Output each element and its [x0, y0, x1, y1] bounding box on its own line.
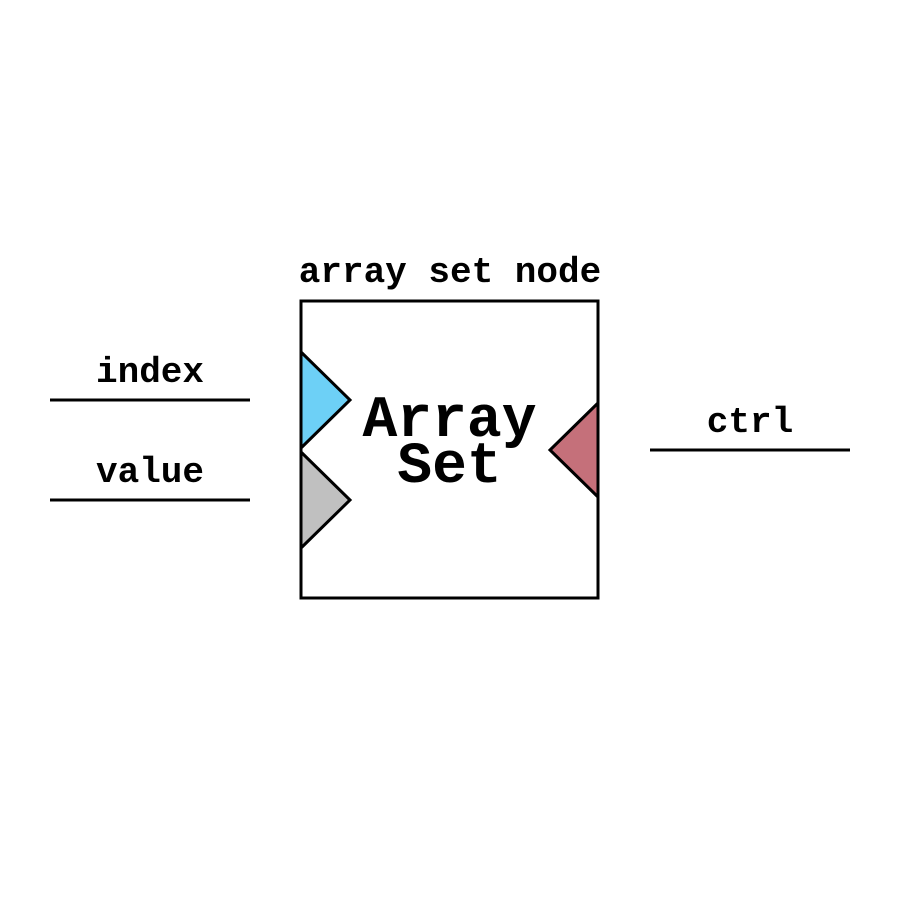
node-title: array set node — [299, 252, 601, 293]
value-input-label: value — [96, 452, 204, 493]
node-label-line2: Set — [397, 435, 502, 500]
node-label-line1: Array — [362, 389, 537, 454]
ctrl-output-label: ctrl — [707, 402, 793, 443]
index-input-label: index — [96, 352, 204, 393]
value-input-port[interactable] — [299, 448, 353, 552]
ctrl-output-port[interactable] — [547, 399, 600, 501]
index-input-port[interactable] — [299, 348, 353, 452]
